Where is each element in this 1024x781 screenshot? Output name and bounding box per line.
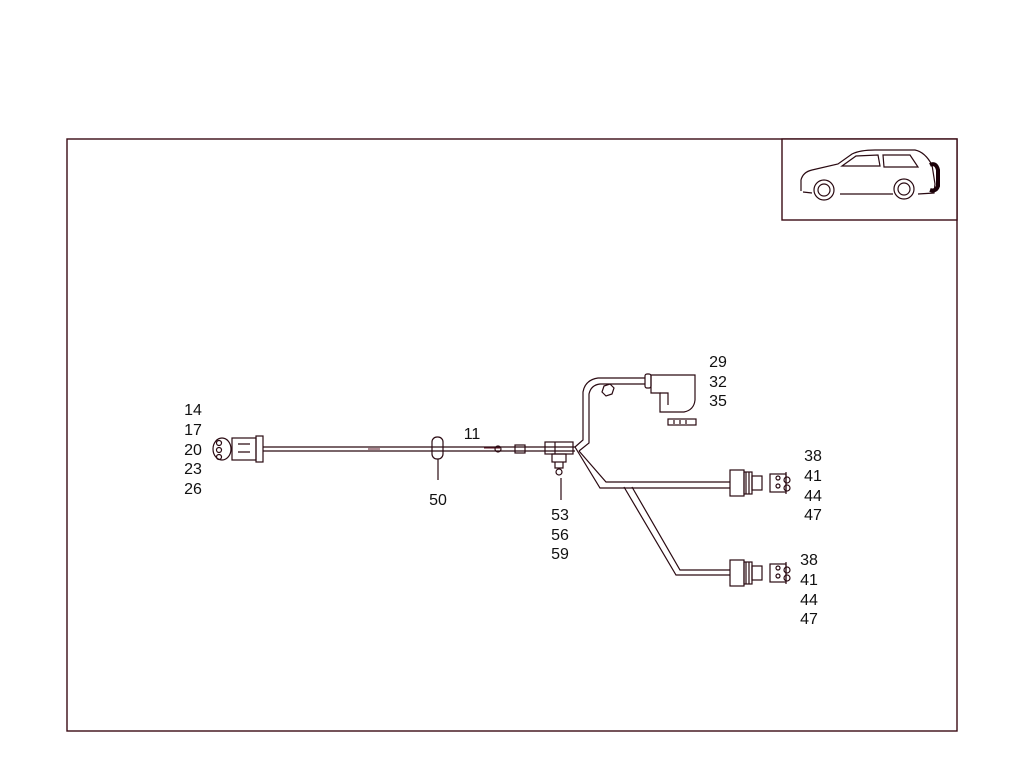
- callout-label: 47: [804, 507, 822, 524]
- diagram-frame: [66, 138, 958, 732]
- callout-label: 41: [804, 468, 822, 485]
- callout-label: 44: [804, 488, 822, 505]
- callout-left-connector: 14 17 20 23 26: [184, 402, 202, 498]
- callout-label: 44: [800, 592, 818, 609]
- callout-label: 38: [804, 448, 822, 465]
- callout-label: 47: [800, 611, 818, 628]
- callout-label: 20: [184, 442, 202, 459]
- callout-grommet: 50: [429, 492, 447, 509]
- callout-sensor-upper: 38 41 44 47: [804, 448, 822, 524]
- callout-label: 23: [184, 461, 202, 478]
- callout-label: 56: [551, 527, 569, 544]
- hatchback-car-rear-icon: [800, 149, 940, 201]
- harness-main-cable: [263, 446, 575, 452]
- callout-label: 53: [551, 507, 569, 524]
- sensor-connector-upper: [729, 469, 791, 497]
- callout-label: 29: [709, 354, 727, 371]
- callout-label: 14: [184, 402, 202, 419]
- callout-label: 35: [709, 393, 727, 410]
- callout-sensor-lower: 38 41 44 47: [800, 552, 818, 628]
- callout-label: 41: [800, 572, 818, 589]
- sensor-connector-lower: [729, 559, 791, 587]
- vehicle-location-thumbnail: [781, 138, 958, 221]
- branch-top: [574, 373, 697, 452]
- cable-clips: [494, 441, 574, 455]
- callout-center-clip: 53 56 59: [551, 507, 569, 563]
- callout-label: 32: [709, 374, 727, 391]
- left-connector: [212, 435, 264, 463]
- callout-label: 26: [184, 481, 202, 498]
- callout-top-connector: 29 32 35: [709, 354, 727, 410]
- branch-sensor-lower: [623, 486, 730, 576]
- callout-label: 59: [551, 546, 569, 563]
- callout-label: 38: [800, 552, 818, 569]
- callout-label: 17: [184, 422, 202, 439]
- callout-harness: 11: [464, 426, 481, 443]
- branch-sensor-upper: [574, 446, 730, 489]
- center-clip: [551, 453, 567, 500]
- grommet: [431, 436, 444, 480]
